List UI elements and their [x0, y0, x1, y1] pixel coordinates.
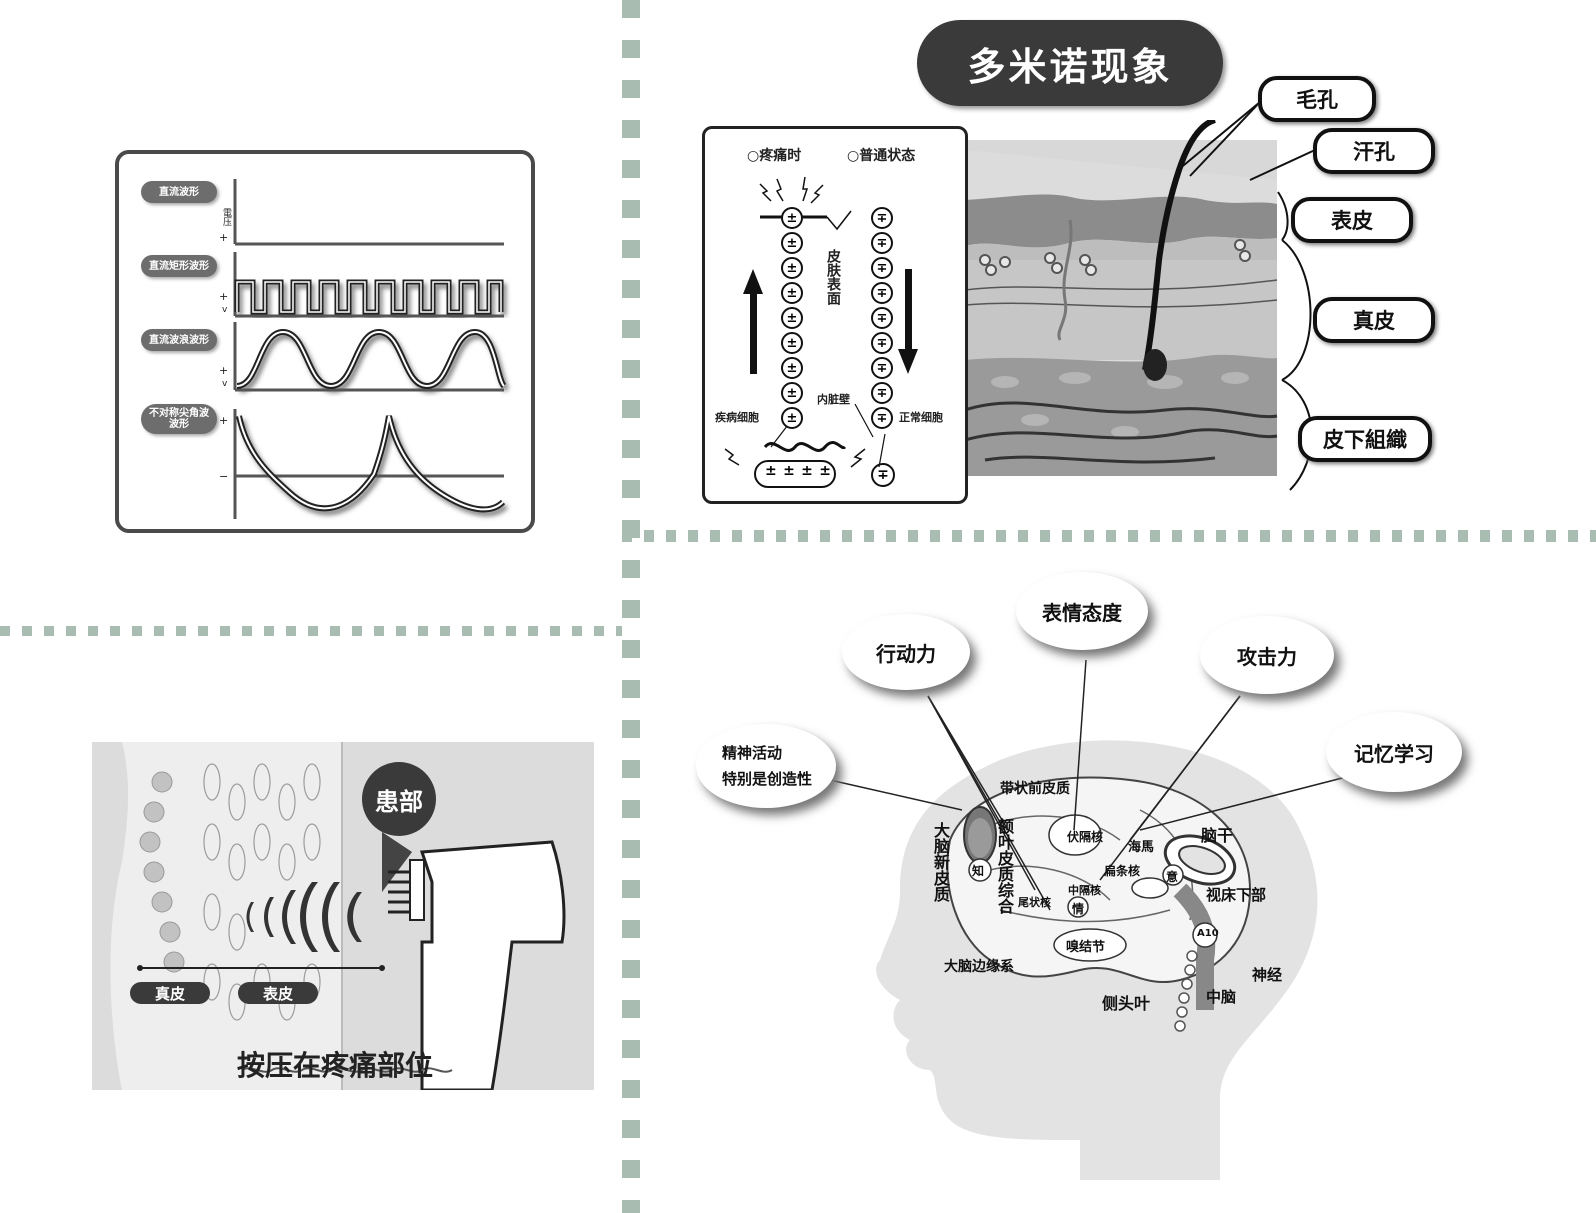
vertical-divider	[622, 0, 640, 1213]
label-midbrain: 中脑	[1206, 988, 1237, 1006]
charge-circle: ∓	[871, 407, 893, 429]
label-hypothalamus: 视床下部	[1206, 886, 1267, 904]
minus-sign-4: −	[219, 470, 229, 483]
plus-sign-3: +	[219, 364, 229, 377]
plus-sign-1: +	[219, 231, 229, 244]
charge-circle: ∓	[871, 307, 893, 329]
legend-normal: ○普通状态	[847, 148, 916, 164]
bubble-action: 行动力	[842, 614, 970, 690]
bubble-mental-line1: 精神活动	[722, 744, 783, 762]
label-olfactory: 嗅结节	[1066, 940, 1106, 955]
label-brainstem: 脑干	[1201, 826, 1234, 845]
label-accumbens: 伏隔核	[1067, 830, 1104, 844]
capsule-charge: ±	[819, 463, 831, 479]
horizontal-divider-left	[0, 626, 622, 636]
capsule-charge: ±	[765, 463, 777, 479]
label-limbic: 大脑边缘系	[944, 959, 1014, 975]
label-know: 知	[972, 864, 985, 878]
label-hippocampus: 海馬	[1128, 840, 1155, 855]
charge-circle: ±	[781, 332, 803, 354]
v-unit-2: v	[222, 305, 228, 315]
polarity-box: ○疼痛时 ○普通状态 皮肤表面 内脏壁 疾病细胞 正常细胞 ±±±±±±±±± …	[702, 126, 968, 504]
capsule-charge: ±	[783, 463, 795, 479]
label-intent: 意	[1166, 870, 1179, 884]
label-neocortex: 大脑新皮质	[931, 822, 950, 902]
spike-waveform	[236, 415, 506, 513]
waveform-panel: 直流波形 直流矩形波形 直流波浪波形 不对称尖角波 波形 電压 + + v + …	[115, 150, 535, 533]
charge-circle: ±	[781, 357, 803, 379]
capsule-charges: ± ± ± ±	[765, 463, 831, 479]
charge-circle: ±	[781, 282, 803, 304]
affected-area-badge: 患部	[362, 762, 436, 836]
charge-circle: ±	[781, 382, 803, 404]
skin-tag-sweat-pore: 汗孔	[1313, 128, 1435, 174]
bubble-expression: 表情态度	[1016, 572, 1148, 650]
brain-leader-lines	[829, 659, 1351, 911]
skin-tag-pore: 毛孔	[1258, 76, 1376, 122]
waveform-label-rect: 直流矩形波形	[141, 255, 217, 277]
charge-circle: ∓	[871, 382, 893, 404]
press-graphics	[110, 742, 566, 1090]
bubble-mental: 精神活动 特别是创造性	[696, 724, 836, 808]
plus-sign-4: +	[219, 414, 229, 427]
press-dermis-label: 真皮	[130, 982, 210, 1004]
label-septal: 中隔核	[1068, 884, 1101, 897]
sine-waveform	[236, 328, 507, 390]
charge-circle: ±	[781, 307, 803, 329]
charge-circle: ∓	[871, 332, 893, 354]
waveform-label-wave: 直流波浪波形	[141, 329, 217, 351]
horizontal-divider-right	[622, 530, 1596, 542]
normal-cell-charge: ∓	[871, 463, 895, 487]
label-emotion: 情	[1072, 902, 1085, 916]
pain-charge-column: ± ± ± ± ± ± ± ± ±	[781, 207, 803, 432]
waveform-label-dc: 直流波形	[141, 181, 217, 203]
label-temporal: 侧头叶	[1102, 994, 1151, 1013]
charge-circle: ±	[781, 207, 803, 229]
press-panel: 患部 真皮 表皮 按压在疼痛部位	[92, 742, 594, 1090]
charge-circle: ∓	[871, 357, 893, 379]
waveform-plots	[233, 179, 507, 519]
legend-pain: ○疼痛时	[747, 148, 802, 164]
normal-charge-column: ∓ ∓ ∓ ∓ ∓ ∓ ∓ ∓ ∓	[871, 207, 893, 432]
charge-circle: ∓	[871, 282, 893, 304]
press-epidermis-label: 表皮	[238, 982, 318, 1004]
charge-circle: ∓	[871, 257, 893, 279]
bubble-memory: 记忆学习	[1326, 712, 1462, 792]
label-frontal: 额叶皮质综合	[995, 818, 1014, 914]
sick-cell-label: 疾病细胞	[715, 411, 759, 424]
inner-wall-label: 内脏壁	[817, 393, 850, 406]
skin-tag-subcutaneous: 皮下組織	[1298, 416, 1432, 462]
charge-circle: ∓	[871, 207, 893, 229]
charge-circle: ±	[781, 257, 803, 279]
capsule-charge: ±	[801, 463, 813, 479]
bubble-mental-line2: 特别是创造性	[722, 770, 813, 788]
voltage-axis-label: 電压	[221, 208, 231, 226]
label-caudate: 尾状核	[1018, 896, 1051, 909]
charge-circle: ±	[781, 232, 803, 254]
polarity-graphics	[724, 176, 918, 488]
plus-sign-2: +	[219, 290, 229, 303]
label-amygdala: 扁条核	[1104, 864, 1141, 878]
press-caption: 按压在疼痛部位	[237, 1049, 434, 1082]
label-a10: A10	[1197, 928, 1219, 939]
skin-tag-dermis: 真皮	[1313, 297, 1435, 343]
skin-tag-epidermis: 表皮	[1291, 197, 1413, 243]
v-unit-3: v	[222, 379, 228, 389]
domino-title: 多米诺现象	[917, 20, 1223, 106]
charge-circle: ±	[781, 407, 803, 429]
normal-cell-label: 正常细胞	[899, 411, 943, 424]
label-cingulate: 带状前皮质	[1000, 781, 1070, 797]
waveform-label-spike: 不对称尖角波 波形	[141, 404, 217, 434]
label-nerve: 神经	[1252, 966, 1283, 984]
bubble-aggression: 攻击力	[1200, 616, 1334, 694]
charge-circle: ∓	[871, 232, 893, 254]
brain-head-silhouette	[876, 740, 1318, 1180]
skin-surface-label: 皮肤表面	[825, 249, 841, 305]
skin-cross-section	[965, 120, 1278, 476]
